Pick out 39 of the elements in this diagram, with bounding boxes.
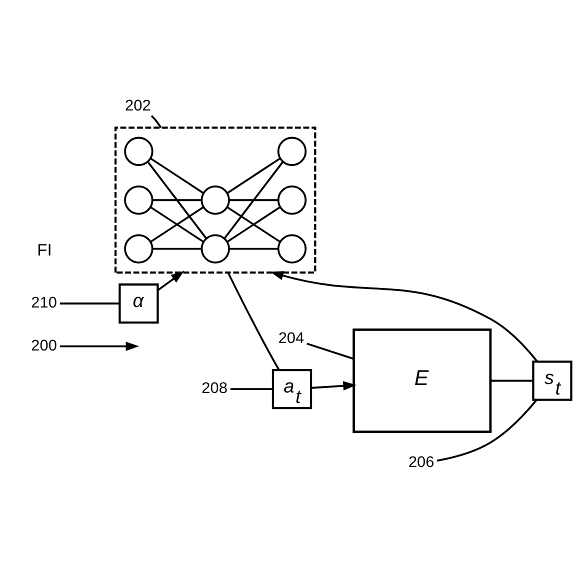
connector xyxy=(229,247,278,250)
node-circle xyxy=(200,185,230,214)
connector xyxy=(150,157,204,194)
connector xyxy=(152,247,202,250)
node-text: 204 xyxy=(278,330,304,347)
connector xyxy=(230,388,273,390)
node-text: 208 xyxy=(202,380,228,397)
node-circle xyxy=(124,234,154,263)
node-text: 210 xyxy=(31,294,57,312)
connector xyxy=(226,157,281,194)
connector xyxy=(227,272,280,370)
connector xyxy=(490,379,533,382)
node-circle xyxy=(124,185,154,214)
node-circle xyxy=(277,234,307,263)
connector xyxy=(150,206,204,242)
connector xyxy=(306,342,354,360)
label: FI xyxy=(37,240,52,260)
node-circle xyxy=(124,136,154,166)
node-circle xyxy=(200,234,230,263)
connector xyxy=(226,206,281,242)
arrow xyxy=(270,270,538,362)
node-circle xyxy=(277,185,307,214)
connector xyxy=(152,198,202,201)
node-text: 200 xyxy=(31,336,57,354)
connector xyxy=(60,302,120,304)
connector xyxy=(224,160,284,238)
node-box: E xyxy=(352,328,492,433)
arrow xyxy=(311,380,357,390)
node-box: α xyxy=(118,282,159,324)
connector xyxy=(150,114,162,128)
cluster xyxy=(114,126,316,274)
node-circle xyxy=(277,136,307,166)
arrow xyxy=(157,270,184,291)
arrow xyxy=(60,341,140,350)
node-text: 206 xyxy=(408,453,434,470)
connector xyxy=(229,198,278,201)
node-text: 202 xyxy=(125,96,151,114)
connector xyxy=(147,160,208,239)
connector xyxy=(436,398,538,462)
